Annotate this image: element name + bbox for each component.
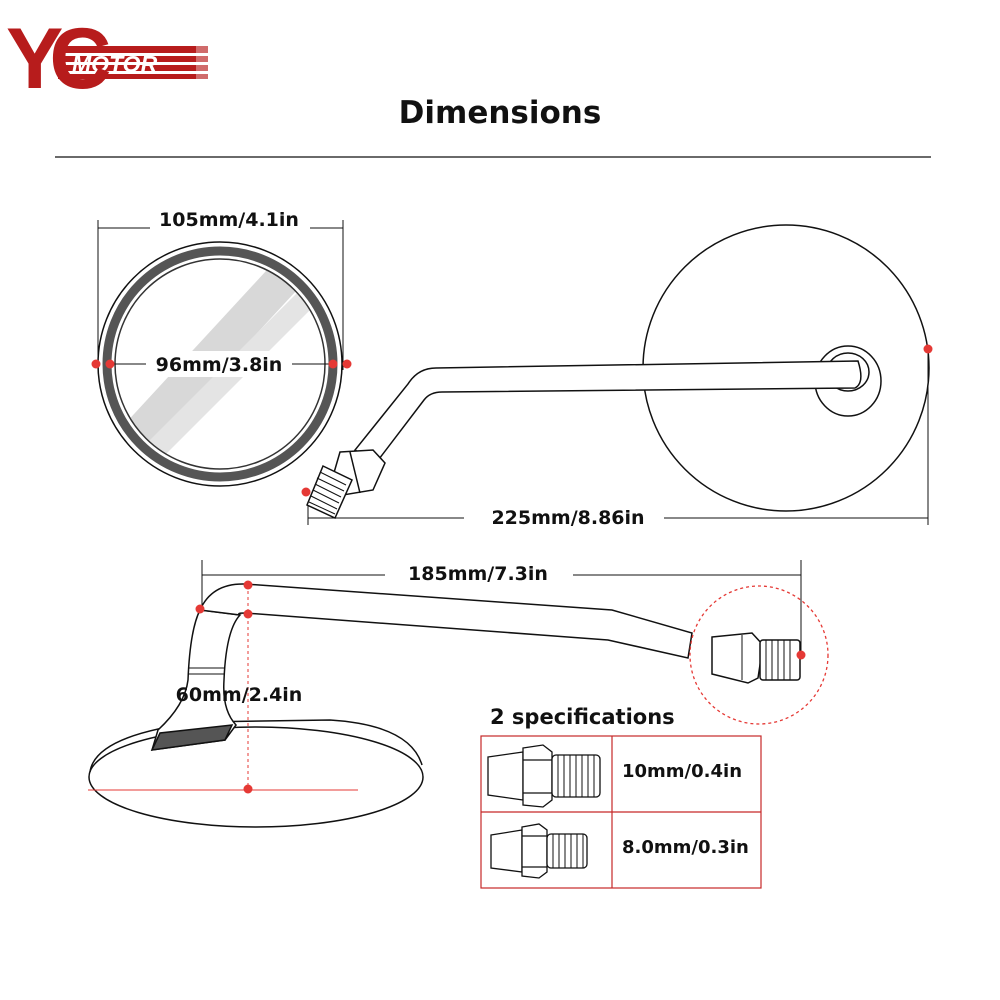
marker-dot [923, 344, 933, 354]
specifications-heading: 2 specifications [490, 705, 675, 729]
marker-dot [195, 604, 205, 614]
dim-arm-length: 185mm/7.3in [195, 560, 806, 660]
dim-glass-diameter: 96mm/3.8in [91, 351, 352, 377]
marker-dot [105, 359, 115, 369]
marker-dot [301, 487, 311, 497]
height-label: 60mm/2.4in [176, 684, 303, 706]
dim-total-length: 225mm/8.86in [301, 344, 933, 531]
total-length-label: 225mm/8.86in [491, 507, 644, 529]
bolt-highlight-circle [689, 585, 829, 725]
mirror-back-view [306, 224, 930, 520]
marker-dot [243, 609, 253, 619]
arm-length-label: 185mm/7.3in [408, 563, 548, 585]
bolt-8mm-icon [490, 823, 588, 879]
spec-size-8mm: 8.0mm/0.3in [622, 837, 749, 858]
glass-diameter-label: 96mm/3.8in [156, 354, 283, 376]
page-title: Dimensions [399, 95, 602, 131]
marker-dot [342, 359, 352, 369]
mirror-side-view [88, 583, 801, 828]
brand-letters: YC [6, 11, 109, 107]
spec-size-10mm: 10mm/0.4in [622, 761, 742, 782]
outer-diameter-label: 105mm/4.1in [159, 209, 299, 231]
specifications-section: 2 specifications 10mm/0.4in [480, 705, 762, 889]
logo-speed-lines [58, 46, 210, 79]
brand-name: MOTOR [72, 51, 158, 77]
bolt-10mm-icon [487, 744, 601, 808]
brand-logo: MOTOR YC [6, 11, 210, 107]
marker-dot [243, 784, 253, 794]
marker-dot [243, 580, 253, 590]
marker-dot [796, 650, 806, 660]
marker-dot [91, 359, 101, 369]
marker-dot [328, 359, 338, 369]
dim-height: 60mm/2.4in [88, 580, 358, 794]
dim-outer-diameter: 105mm/4.1in [97, 207, 344, 370]
